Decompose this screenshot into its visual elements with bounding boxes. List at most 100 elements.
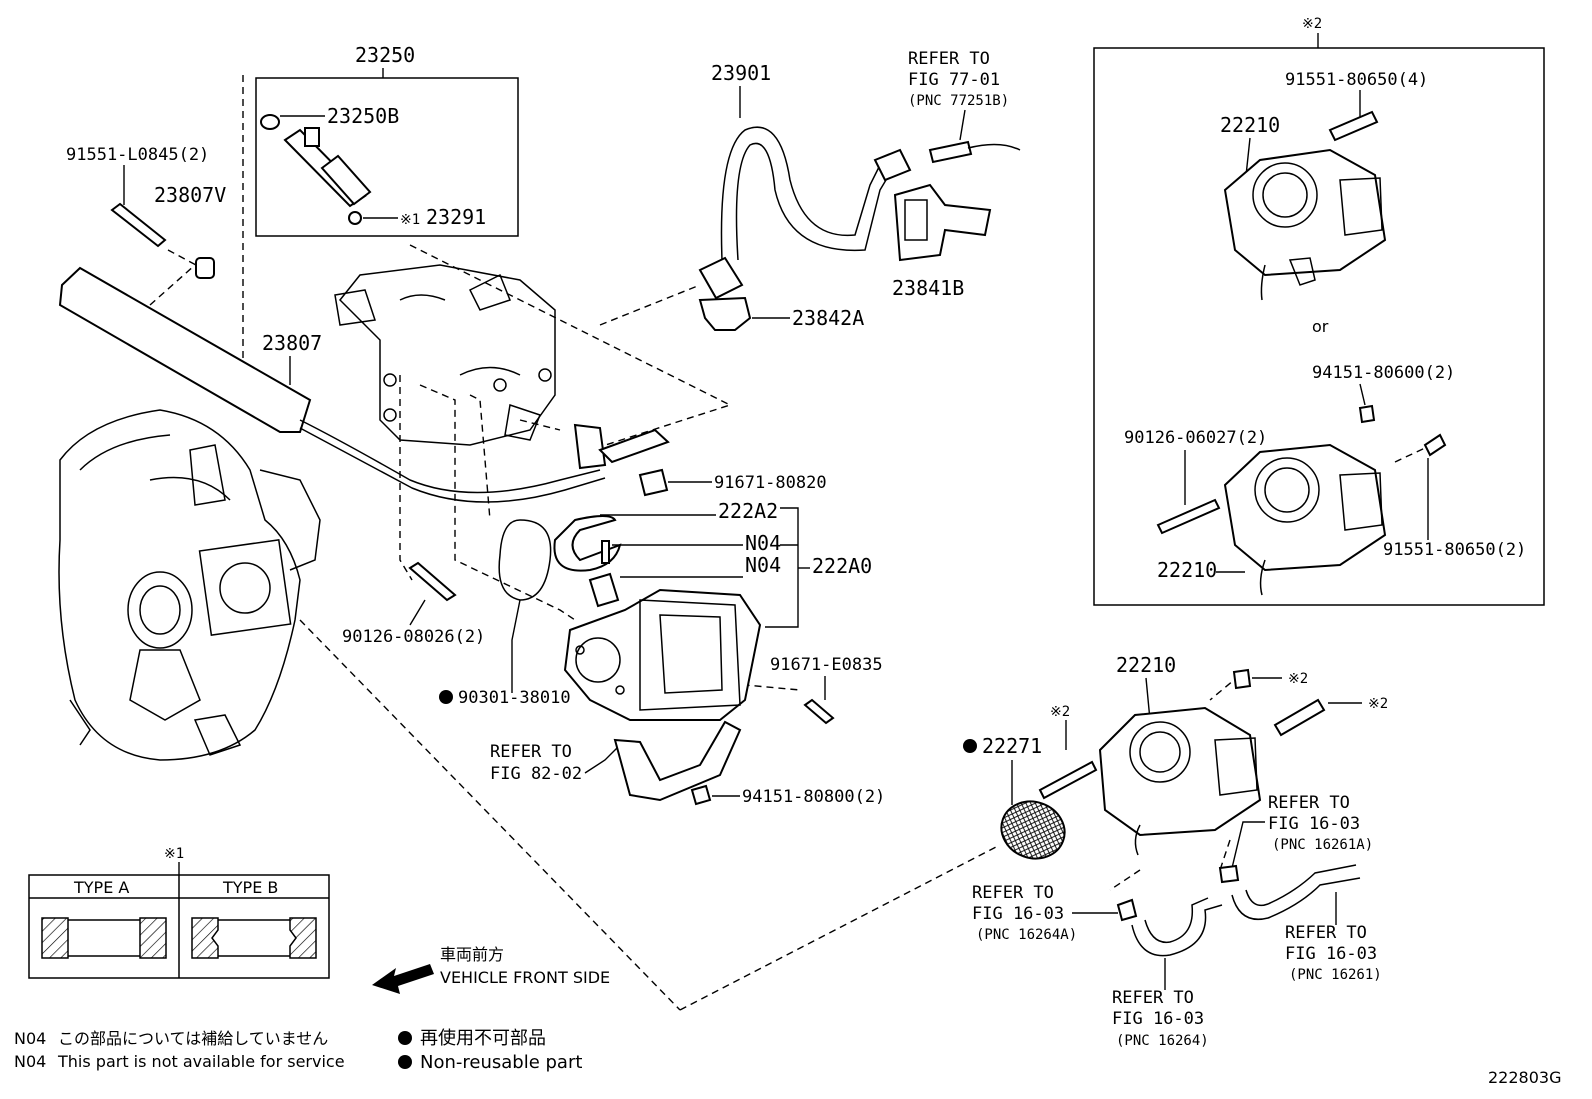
gasket-22271 xyxy=(1000,800,1066,860)
type-a-seal-section xyxy=(41,917,167,959)
svg-text:(PNC 16264): (PNC 16264) xyxy=(1116,1033,1209,1049)
mark-2-stud: ※2 xyxy=(1050,704,1070,720)
bolt-91671-e0835 xyxy=(803,698,835,725)
non-reusable-dot-1 xyxy=(439,690,453,704)
legend-dot-text-en: Non-reusable part xyxy=(420,1052,582,1073)
legend-dot-text-jp: 再使用不可部品 xyxy=(420,1028,546,1049)
pin-n04 xyxy=(601,540,610,564)
part-label-91551-l0845: 91551-L0845(2) xyxy=(66,145,209,165)
type-b-header: TYPE B xyxy=(222,878,278,897)
part-label-222a0: 222A0 xyxy=(812,554,872,578)
inset-frame xyxy=(1093,47,1545,606)
svg-text:REFER TO: REFER TO xyxy=(972,883,1054,903)
direction-jp: 車両前方 xyxy=(440,945,504,964)
part-label-n04-1: N04 xyxy=(745,531,781,555)
mark-2-nut: ※2 xyxy=(1288,671,1308,687)
clip-222a2 xyxy=(553,515,622,572)
legend-n04-text-en: This part is not available for service xyxy=(57,1052,345,1071)
inset-label-94151-80600: 94151-80600(2) xyxy=(1312,363,1455,383)
nut-mark-2 xyxy=(1232,668,1252,690)
svg-text:REFER TO: REFER TO xyxy=(908,49,990,69)
legend-n04-code-en: N04 xyxy=(14,1052,46,1071)
part-label-91671-e0835: 91671-E0835 xyxy=(770,655,883,675)
hose-group: 23901 REFER TO FIG 77-01 (PNC 77251B) 23… xyxy=(573,49,1021,470)
svg-text:REFER TO: REFER TO xyxy=(1112,988,1194,1008)
fuel-rail-23807 xyxy=(58,266,312,433)
legend-n04-code-jp: N04 xyxy=(14,1029,46,1048)
svg-text:(PNC 16264A): (PNC 16264A) xyxy=(976,927,1077,943)
inset-label-91551-80650-4: 91551-80650(4) xyxy=(1285,70,1428,90)
throttle-body-222a0-group: 91671-80820 222A2 N04 N04 222A0 90301-38… xyxy=(342,468,885,807)
svg-text:FIG 77-01: FIG 77-01 xyxy=(908,70,1000,90)
part-label-23841b: 23841B xyxy=(892,276,964,300)
hose-16264 xyxy=(1144,897,1209,944)
type-b-seal-section xyxy=(191,917,317,959)
refer-fig-16-03-pnc-16264a: REFER TO FIG 16-03 (PNC 16264A) xyxy=(972,883,1077,943)
part-label-23250b: 23250B xyxy=(327,104,399,128)
part-label-23901: 23901 xyxy=(711,61,771,85)
fuel-injector xyxy=(283,127,372,208)
bolt-91671-80820 xyxy=(638,468,669,497)
svg-text:FIG 82-02: FIG 82-02 xyxy=(490,764,582,784)
inset-label-22210-a: 22210 xyxy=(1220,113,1280,137)
part-label-22271: 22271 xyxy=(982,734,1042,758)
hose-16261 xyxy=(1231,877,1361,920)
throttle-body-22210 xyxy=(1098,706,1262,856)
part-label-23807: 23807 xyxy=(262,331,322,355)
type-a-header: TYPE A xyxy=(73,878,129,897)
svg-text:REFER TO: REFER TO xyxy=(1285,923,1367,943)
stud-90126-08026 xyxy=(408,561,457,602)
svg-text:FIG 16-03: FIG 16-03 xyxy=(1285,944,1377,964)
injector-assembly-box: 23250 23250B ※1 23291 xyxy=(255,43,519,237)
refer-fig-16-03-pnc-16261: REFER TO FIG 16-03 (PNC 16261) xyxy=(1285,923,1382,983)
refer-fig-16-03-pnc-16261a: REFER TO FIG 16-03 (PNC 16261A) xyxy=(1268,793,1373,853)
gasket-90301-38010 xyxy=(498,519,552,601)
svg-text:FIG 16-03: FIG 16-03 xyxy=(972,904,1064,924)
cylinder-head-sketch xyxy=(334,264,556,446)
type-table-mark-1: ※1 xyxy=(164,846,184,862)
vehicle-front-indicator: 車両前方 VEHICLE FRONT SIDE xyxy=(372,945,610,994)
svg-text:FIG 16-03: FIG 16-03 xyxy=(1268,814,1360,834)
part-label-90126-08026: 90126-08026(2) xyxy=(342,627,485,647)
cap-23807v xyxy=(195,257,215,279)
throttle-body-22210-group: 22210 ※2 ※2 ※2 22271 REFER TO FIG 16-03 … xyxy=(963,653,1388,1049)
part-label-90301-38010: 90301-38010 xyxy=(458,688,571,708)
part-label-23250: 23250 xyxy=(355,43,415,67)
svg-text:(PNC 16261): (PNC 16261) xyxy=(1289,967,1382,983)
inset-label-22210-b: 22210 xyxy=(1157,558,1217,582)
svg-text:(PNC 77251B): (PNC 77251B) xyxy=(908,93,1009,109)
part-label-91671-80820: 91671-80820 xyxy=(714,473,827,493)
legend-dot-jp-icon xyxy=(398,1031,412,1045)
inset-or: or xyxy=(1312,317,1329,336)
mark-2-bolt: ※2 xyxy=(1368,696,1388,712)
vsv-23841b xyxy=(893,183,992,262)
bolt-91551-l0845 xyxy=(110,202,167,248)
refer-fig-82-02: REFER TO FIG 82-02 xyxy=(490,742,582,784)
bracket-23842a xyxy=(698,296,752,331)
inset-alternate-throttle-bodies: ※2 91551-80650(4) 22210 or 94151-80600(2… xyxy=(1093,16,1545,606)
mark-1-23291: ※1 xyxy=(400,212,420,228)
svg-text:FIG 16-03: FIG 16-03 xyxy=(1112,1009,1204,1029)
part-label-23807v: 23807V xyxy=(154,183,226,207)
figure-id: 222803G xyxy=(1488,1068,1561,1087)
legend-dot-en-icon xyxy=(398,1055,412,1069)
part-label-222a2: 222A2 xyxy=(718,499,778,523)
legend-n04-text-jp: この部品については補給していません xyxy=(58,1029,328,1048)
refer-fig-16-03-pnc-16264: REFER TO FIG 16-03 (PNC 16264) xyxy=(1112,988,1209,1049)
legend: N04 この部品については補給していません N04 This part is n… xyxy=(14,1028,582,1073)
throttle-body-222a0 xyxy=(563,588,762,721)
bolt-mark-2 xyxy=(1273,698,1326,737)
intake-manifold-sketch xyxy=(58,409,321,761)
non-reusable-dot-2 xyxy=(963,739,977,753)
stud-mark-2 xyxy=(1038,760,1098,800)
throttle-body-22210-a xyxy=(1223,148,1387,301)
inset-label-91551-80650-2: 91551-80650(2) xyxy=(1383,540,1526,560)
part-label-22210: 22210 xyxy=(1116,653,1176,677)
part-label-23291: 23291 xyxy=(426,205,486,229)
svg-text:REFER TO: REFER TO xyxy=(1268,793,1350,813)
seal-ring-23291 xyxy=(348,211,362,225)
refer-fig-77-01: REFER TO FIG 77-01 (PNC 77251B) xyxy=(908,49,1009,109)
hose-end-fitting xyxy=(698,256,744,300)
seal-type-table: ※1 TYPE A TYPE B xyxy=(28,846,330,979)
